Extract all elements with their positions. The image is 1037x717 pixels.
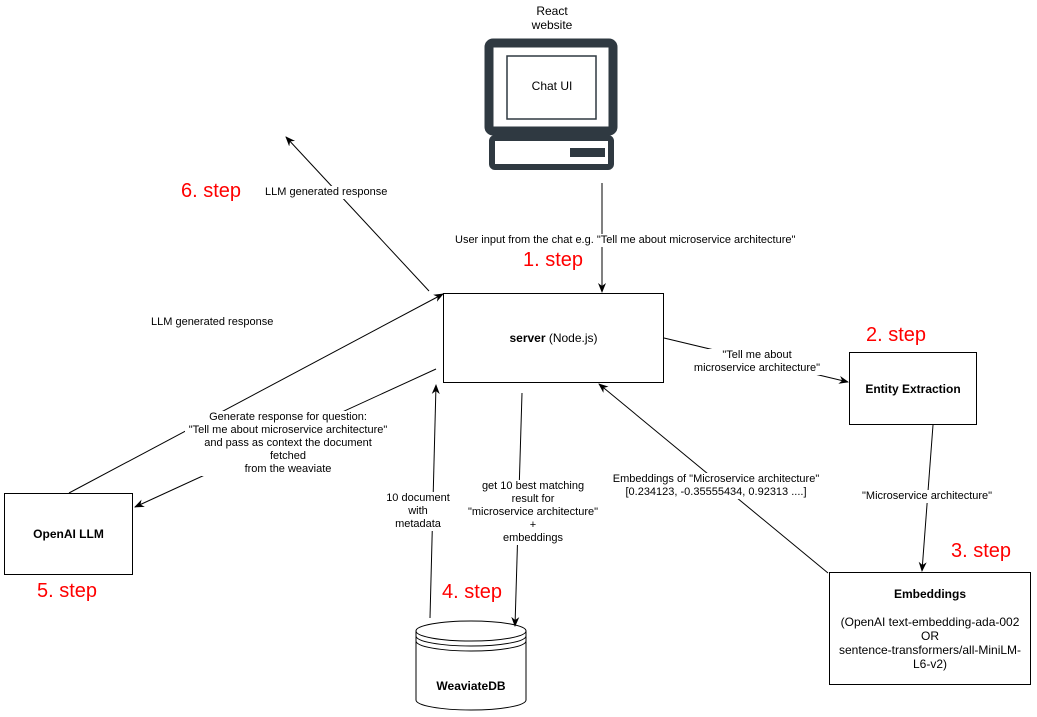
to-entity-label: "Tell me about microservice architecture… (690, 349, 824, 375)
embeddings-title: Embeddings (893, 586, 966, 601)
step-6-label: 6. step (181, 180, 242, 202)
computer-icon (484, 38, 618, 170)
server-subtitle: (Node.js) (545, 331, 598, 345)
entity-extraction-label: Entity Extraction (865, 381, 961, 396)
embeddings-back-label: Embeddings of "Microservice architecture… (612, 473, 820, 499)
to-chat-label: LLM generated response (265, 186, 388, 199)
query-db-label: get 10 best matching result for "microse… (463, 480, 603, 545)
embeddings-node: Embeddings (OpenAI text-embedding-ada-00… (829, 572, 1031, 685)
to-embeddings-label: "Microservice architecture" (862, 490, 993, 503)
arrow-llm-to-server (68, 293, 444, 494)
to-llm-label: Generate response for question: "Tell me… (185, 411, 391, 476)
step-3-label: 3. step (951, 540, 1012, 562)
server-title: server (509, 331, 546, 345)
user-input-label: User input from the chat e.g. "Tell me a… (455, 234, 796, 247)
step-2-label: 2. step (866, 324, 927, 346)
database-icon (415, 620, 527, 711)
react-website-label: React website (531, 4, 573, 32)
step-5-label: 5. step (37, 580, 98, 602)
openai-llm-label: OpenAI LLM (33, 527, 104, 541)
chat-ui-label: Chat UI (531, 79, 573, 93)
step-4-label: 4. step (442, 581, 503, 603)
embeddings-detail: (OpenAI text-embedding-ada-002 OR senten… (838, 614, 1022, 671)
server-node: server (Node.js) (443, 293, 664, 383)
step-1-label: 1. step (523, 249, 584, 271)
weaviate-label: WeaviateDB (436, 679, 506, 693)
db-back-label: 10 document with metadata (385, 492, 451, 531)
entity-extraction-node: Entity Extraction (849, 352, 977, 425)
arrow-server-to-chat (285, 136, 430, 292)
llm-back-label: LLM generated response (151, 316, 274, 329)
openai-llm-node: OpenAI LLM (4, 493, 133, 575)
